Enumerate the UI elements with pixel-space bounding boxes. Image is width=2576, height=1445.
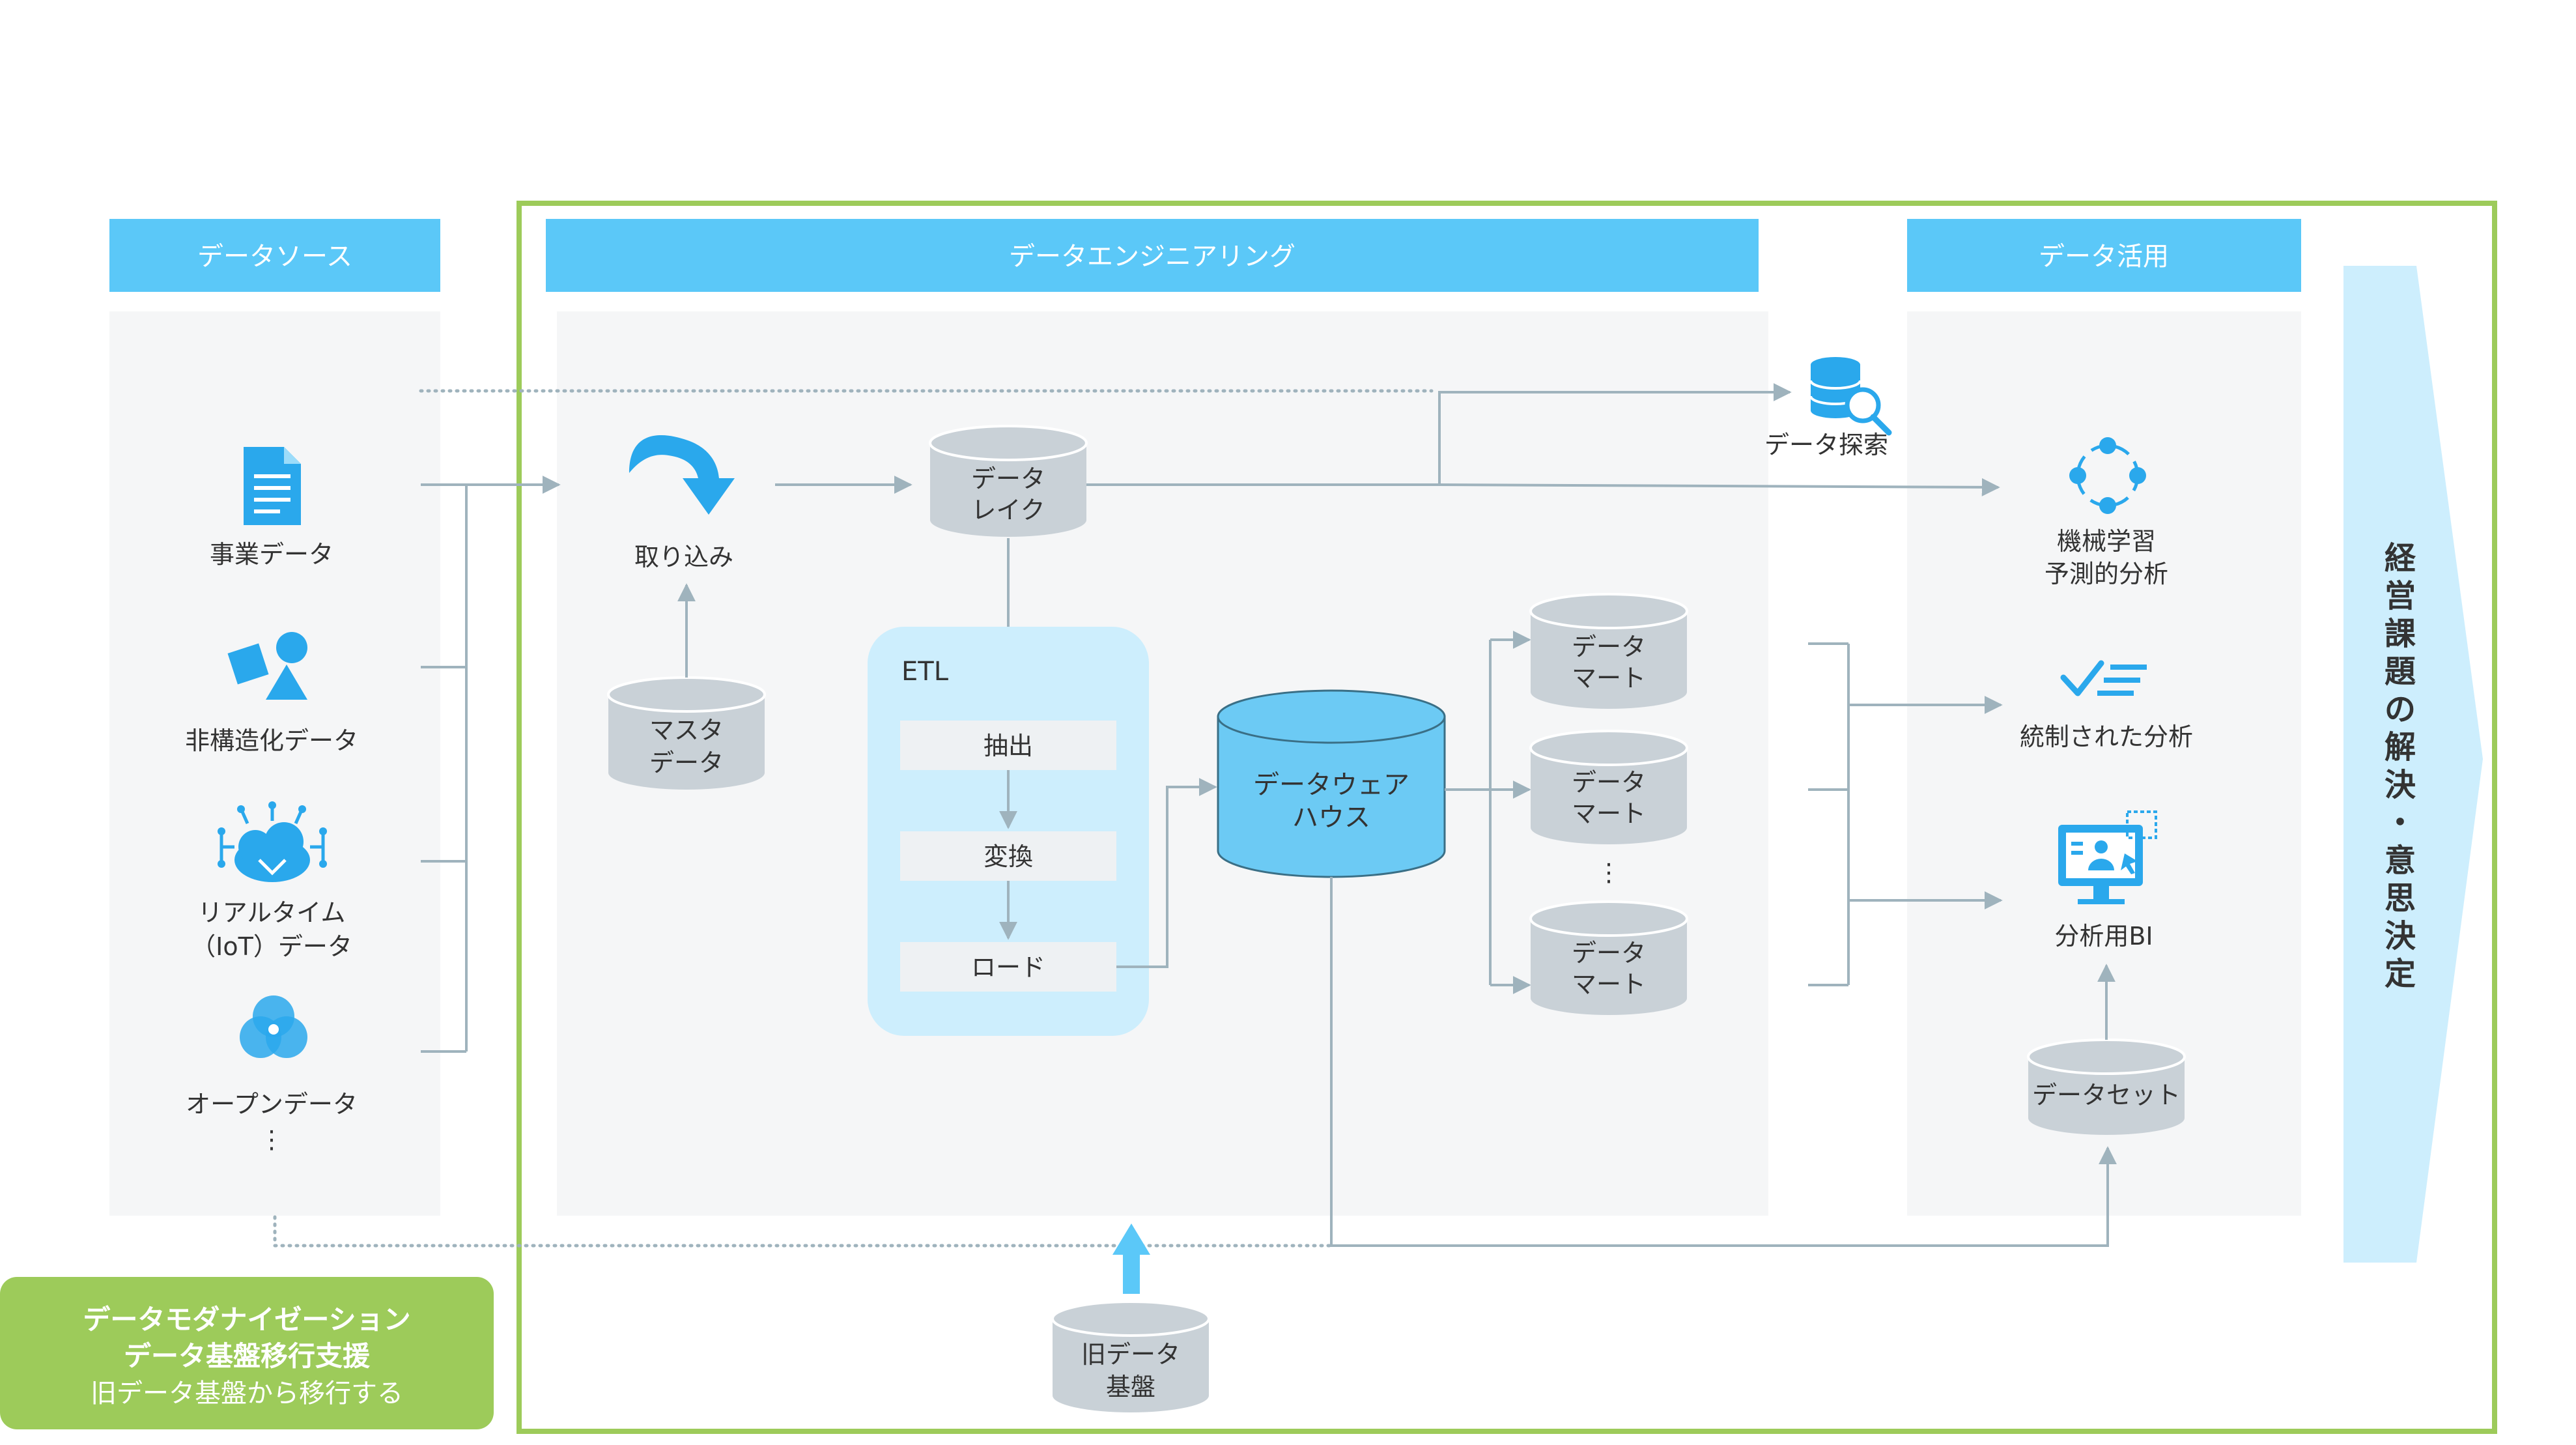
- goal-char: ・: [2385, 805, 2416, 841]
- explore-label: データ探索: [1764, 431, 1888, 459]
- source-unstructured-label: 非構造化データ: [185, 726, 358, 755]
- bi-dashboard-icon: [2058, 810, 2157, 904]
- iot-cloud-icon: [218, 801, 327, 882]
- shapes-icon: [227, 632, 307, 700]
- badge-line-3: 旧データ基盤から移行する: [91, 1379, 403, 1409]
- ml-label-2: 予測的分析: [2045, 560, 2168, 588]
- goal-char: 定: [2385, 956, 2416, 992]
- etl-extract-label: 抽出: [984, 732, 1033, 760]
- master-data-label-1: マスタ: [649, 716, 724, 745]
- goal-char: 解: [2385, 729, 2416, 765]
- machine-learning-icon: [2069, 437, 2146, 514]
- data-mart-label-1: データ: [1572, 939, 1646, 967]
- source-bus-connector: [421, 483, 468, 1053]
- data-warehouse-cylinder: [1217, 689, 1446, 878]
- master-data-label-2: データ: [649, 749, 724, 777]
- goal-char: 思: [2385, 880, 2416, 917]
- etl-load-box: [900, 942, 1116, 992]
- source-header-label: データソース: [197, 242, 352, 272]
- ml-label-1: 機械学習: [2057, 527, 2156, 556]
- checklist-icon: [2060, 660, 2147, 696]
- master-data-cylinder: [607, 676, 766, 790]
- badge-line-1: データモダナイゼーション: [83, 1304, 410, 1336]
- etl-load-label: ロード: [971, 953, 1045, 982]
- document-icon: [244, 447, 301, 525]
- data-mart-cylinder: [1529, 900, 1688, 1015]
- data-mart-label-2: マート: [1572, 799, 1646, 828]
- source-header: データソース: [109, 219, 440, 292]
- lake-to-ml-arrow: [1439, 478, 2000, 496]
- dwh-label-2: ハウス: [1292, 803, 1370, 833]
- goal-char: 決: [2385, 767, 2416, 803]
- ingest-arrow-icon: [629, 435, 735, 515]
- data-lake-cylinder: [929, 425, 1088, 537]
- bi-label: 分析用BI: [2054, 922, 2153, 951]
- goal-char: 課: [2385, 616, 2416, 652]
- goal-char: 意: [2385, 842, 2416, 879]
- goal-char: 題: [2385, 653, 2416, 690]
- data-mart-more-indicator: ⋮: [1596, 858, 1621, 887]
- badge-line-2: データ基盤移行支援: [124, 1340, 371, 1372]
- data-mart-label-2: マート: [1572, 664, 1646, 693]
- engineering-header: データエンジニアリング: [546, 219, 1759, 292]
- ingest-label: 取り込み: [634, 543, 733, 571]
- source-to-legacy-dotted-line: [273, 1215, 1337, 1248]
- goal-char: の: [2385, 691, 2416, 728]
- source-realtime-label-1: リアルタイム: [198, 898, 346, 927]
- data-lake-label-1: データ: [971, 465, 1045, 493]
- goal-char: 営: [2385, 578, 2416, 614]
- dataset-cylinder: [2027, 1038, 2186, 1135]
- goal-char: 経: [2385, 540, 2416, 577]
- utilization-header: データ活用: [1907, 219, 2301, 292]
- source-more-indicator: ⋮: [259, 1125, 284, 1154]
- modernization-badge: データモダナイゼーション データ基盤移行支援 旧データ基盤から移行する: [0, 1277, 494, 1429]
- dataset-label: データセット: [2032, 1081, 2181, 1109]
- legacy-label-2: 基盤: [1106, 1373, 1155, 1401]
- goal-char: 決: [2385, 918, 2416, 954]
- etl-transform-label: 変換: [984, 842, 1033, 871]
- data-mart-cylinder: [1529, 730, 1688, 844]
- etl-title: ETL: [901, 657, 949, 687]
- etl-transform-box: [900, 831, 1116, 881]
- data-mart-label-2: マート: [1572, 970, 1646, 999]
- governed-analysis-label: 統制された分析: [2020, 722, 2193, 751]
- utilization-header-label: データ活用: [2039, 242, 2169, 272]
- marts-bus-connector: [1808, 642, 1850, 986]
- legacy-platform-cylinder: [1051, 1300, 1210, 1412]
- source-business-label: 事業データ: [210, 540, 333, 569]
- data-mart-cylinder: [1529, 593, 1688, 709]
- etl-extract-box: [900, 721, 1116, 770]
- engineering-header-label: データエンジニアリング: [1009, 242, 1295, 272]
- lake-to-explore-arrow: [1086, 383, 1792, 486]
- source-open-label: オープンデータ: [186, 1090, 358, 1119]
- open-data-icon: [240, 995, 307, 1058]
- dwh-label-1: データウェア: [1253, 770, 1409, 800]
- data-mart-label-1: データ: [1572, 768, 1646, 797]
- migration-up-arrow: [1112, 1223, 1150, 1294]
- source-realtime-label-2: （IoT）データ: [191, 932, 352, 961]
- goal-arrow: 経 営 課 題 の 解 決 ・ 意 思 決 定: [2343, 266, 2483, 1263]
- legacy-label-1: 旧データ: [1081, 1340, 1180, 1369]
- data-mart-label-1: データ: [1572, 633, 1646, 661]
- load-to-dwh-arrow: [1116, 778, 1217, 968]
- dwh-to-dataset-arrow: [1330, 877, 2117, 1247]
- engineering-scope-frame: [517, 201, 2497, 1434]
- database-search-icon: [1809, 357, 1892, 436]
- data-lake-label-2: レイク: [971, 496, 1045, 524]
